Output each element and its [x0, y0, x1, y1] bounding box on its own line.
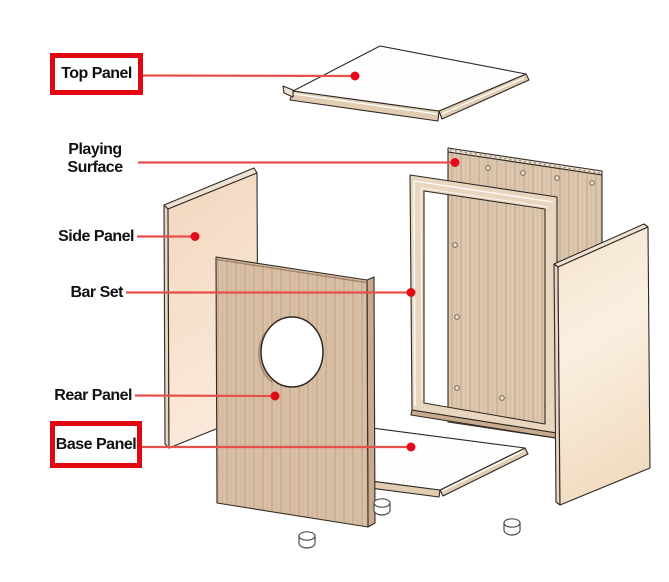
rubber-foot-middle: [373, 498, 391, 516]
screw-holes: [452, 165, 595, 410]
label-base-panel: Base Panel: [55, 435, 137, 453]
highlight-box-top-panel: Top Panel: [50, 53, 143, 95]
rear-panel: [215, 256, 376, 528]
top-panel: [282, 45, 530, 122]
rubber-foot-left: [298, 531, 316, 549]
leader-dot-base-panel: [406, 442, 416, 452]
label-playing-surface: Playing Surface: [67, 141, 123, 176]
highlight-box-base-panel: Base Panel: [50, 421, 142, 468]
leader-dot-bar-set: [406, 288, 416, 297]
label-bar-set: Bar Set: [70, 284, 123, 301]
label-side-panel: Side Panel: [58, 228, 134, 245]
leader-dot-rear-panel: [270, 391, 280, 401]
leader-lines: [126, 71, 460, 452]
side-panel-right: [553, 223, 651, 506]
label-rear-panel: Rear Panel: [54, 387, 132, 404]
leader-dot-playing-surface: [450, 158, 460, 167]
bar-set-frame: [409, 174, 558, 439]
leader-dot-side-panel: [190, 232, 200, 241]
leader-dot-top-panel: [350, 71, 360, 81]
rubber-foot-right: [503, 518, 521, 536]
sound-hole: [260, 316, 324, 388]
label-top-panel: Top Panel: [61, 65, 132, 82]
